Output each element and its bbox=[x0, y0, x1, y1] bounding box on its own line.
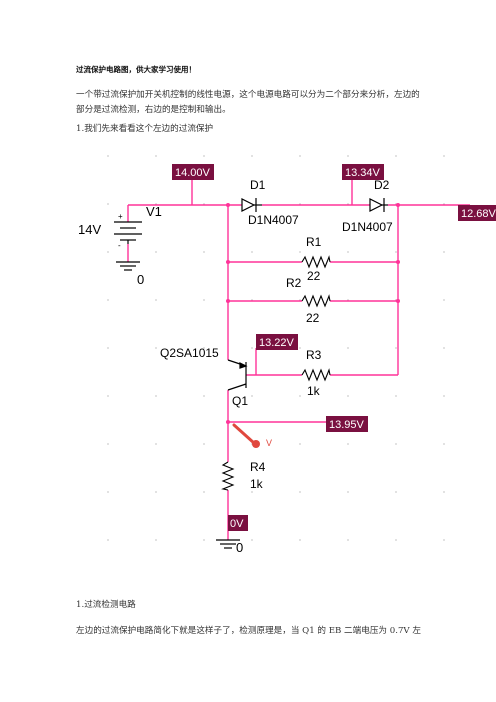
d1-model: D1N4007 bbox=[248, 213, 299, 227]
wires bbox=[127, 180, 470, 540]
source-value: 14V bbox=[78, 222, 101, 237]
source-label: V1 bbox=[146, 204, 162, 219]
circuit-schematic: + - V1 14V 0 D1 D1N4007 D2 D1N4007 R1 22… bbox=[78, 150, 496, 555]
probe-ground: 0V bbox=[228, 515, 248, 531]
svg-text:13.34V: 13.34V bbox=[345, 167, 381, 179]
voltage-source-v1 bbox=[114, 221, 142, 244]
r4-name: R4 bbox=[250, 460, 266, 474]
q1-model: Q2SA1015 bbox=[160, 346, 219, 360]
d1-name: D1 bbox=[250, 178, 266, 192]
d2-model: D1N4007 bbox=[342, 220, 393, 234]
resistor-r3 bbox=[301, 368, 331, 382]
resistor-r2 bbox=[301, 294, 331, 308]
transistor-q1 bbox=[227, 359, 248, 391]
svg-text:12.68V: 12.68V bbox=[461, 208, 496, 220]
r3-name: R3 bbox=[306, 348, 322, 362]
ground-label-1: 0 bbox=[137, 272, 144, 287]
section-heading: 1.过流检测电路 bbox=[76, 600, 136, 610]
voltage-marker-label: V bbox=[266, 438, 272, 448]
resistor-r1 bbox=[301, 255, 331, 269]
intro-line-2: 部分是过流检测，右边的是控制和输出。 bbox=[76, 105, 231, 115]
source-plus: + bbox=[118, 212, 123, 221]
diode-d2 bbox=[369, 198, 388, 212]
probe-base: 13.22V bbox=[256, 334, 298, 350]
voltage-marker bbox=[232, 423, 260, 448]
q1-name: Q1 bbox=[232, 394, 248, 408]
r2-value: 22 bbox=[306, 311, 320, 325]
diode-d1 bbox=[241, 198, 262, 212]
probe-input: 14.00V bbox=[172, 164, 214, 180]
r1-value: 22 bbox=[307, 269, 321, 283]
intro-paragraph: 一个带过流保护加开关机控制的线性电源，这个电源电路可以分为二个部分来分析，左边的… bbox=[76, 88, 448, 118]
d2-name: D2 bbox=[374, 178, 390, 192]
r4-value: 1k bbox=[250, 477, 264, 491]
probe-output: 12.68V bbox=[458, 205, 496, 221]
ground-symbol-2 bbox=[216, 539, 240, 549]
svg-text:0V: 0V bbox=[230, 518, 244, 530]
probe-d2-anode: 13.34V bbox=[342, 164, 384, 180]
r1-name: R1 bbox=[306, 235, 322, 249]
svg-text:13.22V: 13.22V bbox=[259, 337, 295, 349]
source-minus: - bbox=[118, 241, 121, 250]
document-title: 过流保护电路图，供大家学习使用！ bbox=[76, 65, 196, 74]
r3-value: 1k bbox=[307, 384, 321, 398]
intro-line-1: 一个带过流保护加开关机控制的线性电源，这个电源电路可以分为二个部分来分析，左边的 bbox=[76, 90, 420, 100]
junction-dots bbox=[226, 203, 400, 424]
svg-text:13.95V: 13.95V bbox=[329, 419, 365, 431]
probe-collector: 13.95V bbox=[326, 416, 368, 432]
resistor-r4 bbox=[221, 461, 235, 491]
r2-name: R2 bbox=[286, 276, 302, 290]
ground-label-2: 0 bbox=[236, 540, 243, 555]
ground-symbol-1 bbox=[116, 261, 140, 271]
section-text: 左边的过流保护电路简化下就是这样子了，检测原理是，当 Q1 的 EB 二端电压为… bbox=[76, 626, 421, 636]
intro-line-3: 1.我们先来看看这个左边的过流保护 bbox=[76, 124, 214, 134]
svg-text:14.00V: 14.00V bbox=[175, 167, 211, 179]
